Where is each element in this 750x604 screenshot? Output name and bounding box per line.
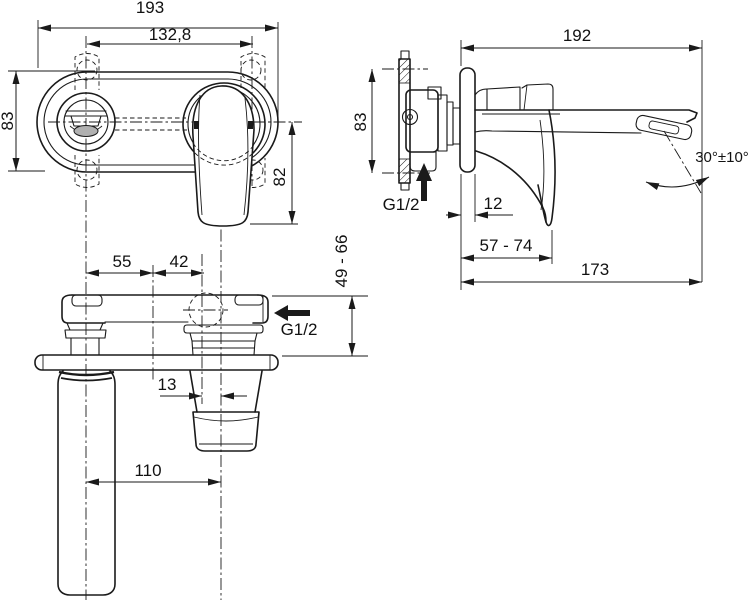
escutcheon-plate-inner-edge [43,78,272,166]
dim-top-cartridge-offset-label: 42 [170,252,189,271]
handle-top-side [474,83,554,111]
dim-front-plate-width-label: 193 [136,0,164,17]
dim-side-plate-depth-label: 12 [484,194,503,213]
wall-plate-top [34,354,279,371]
jet-angle-label: 30°±10° [695,149,749,166]
inlet-thread-label: G1/2 [383,195,420,214]
cartridge-circle-top [188,292,224,328]
dim-front-lever-drop: 82 [250,122,298,225]
aerator-side [635,114,693,141]
dim-top-axis-offset-label: 13 [158,375,177,394]
dim-top-depth-range-label: 49 - 66 [332,235,351,288]
dim-top-lever-offset: 110 [86,461,221,486]
inlet-thread-annotation: G1/2 [383,163,432,214]
lever-handle-front [182,82,266,227]
fixing-tab-left [71,294,103,307]
escutcheon-plate-side [459,67,476,173]
dim-side-plate-depth: 12 [446,174,513,222]
dim-front-hole-spacing: 132,8 [87,25,253,48]
lever-handle-side [475,109,556,227]
dim-front-hole-spacing-label: 132,8 [149,25,192,44]
index-mark-right [248,121,253,129]
aerator-front [73,125,99,137]
dim-top-depth-range: 49 - 66 [272,235,368,357]
dim-side-port-spacing-label: 83 [351,113,370,132]
dim-side-port-spacing: 83 [351,69,376,173]
dim-top-spout-offset: 55 [86,252,153,277]
dim-front-plate-height: 83 [0,70,95,172]
fixing-stud-top-right [240,59,262,81]
lever-blade-front [192,85,255,227]
dim-front-lever-drop-label: 82 [270,168,289,187]
fixing-stud-bottom-left [76,159,98,181]
inwall-body-side [401,86,461,172]
valve-union-top [183,324,264,356]
top-view: G1/2 55 42 [34,235,368,596]
front-view: 193 132,8 83 82 [0,0,298,227]
body-top-view [61,292,269,328]
dim-front-plate-height-label: 83 [0,112,17,131]
escutcheon-plate-front [36,71,279,173]
spout-tube-top [57,370,116,596]
fixing-tab-right [234,294,264,306]
flow-direction-up-arrow-icon [416,163,432,201]
dim-side-lever-projection-label: 57 - 74 [480,236,533,255]
lever-handle-top [189,370,263,452]
side-view: G1/2 30°±10 [351,26,749,290]
dim-side-outlet-distance: 173 [461,260,702,286]
dim-front-plate-width: 193 [37,0,279,120]
dim-side-lever-projection: 57 - 74 [461,230,553,264]
spout-outlet-front [56,92,116,152]
dim-top-axis-offset: 13 [158,375,247,400]
dim-side-spout-reach: 192 [460,26,703,290]
mounting-screw-side [401,108,419,126]
jet-angle-annotation: 30°±10° [645,130,749,194]
outlet-thread-label: G1/2 [281,320,318,339]
dim-side-outlet-distance-label: 173 [581,260,609,279]
wall-flange-side [398,50,411,191]
dim-side-spout-reach-label: 192 [563,26,591,45]
dim-top-spout-offset-label: 55 [113,252,132,271]
outlet-thread-annotation: G1/2 [274,305,317,339]
flow-direction-left-arrow-icon [274,305,310,321]
dim-top-lever-offset-label: 110 [134,461,161,480]
threaded-adapter [437,94,448,152]
spout-side [474,109,698,134]
fixing-stud-top-left [76,59,98,81]
spout-union-top [64,322,107,356]
dim-top-cartridge-offset: 42 [153,252,204,277]
index-mark-left [194,121,199,129]
